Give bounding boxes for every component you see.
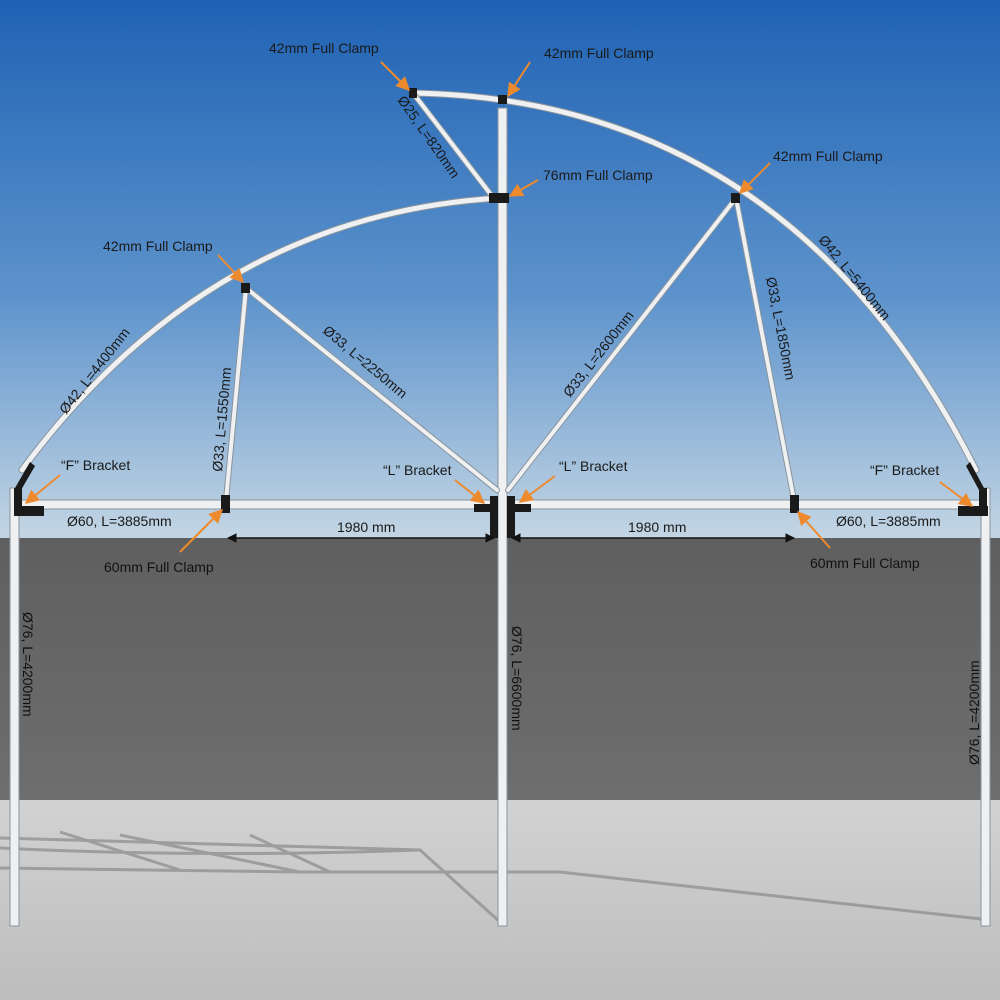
clamp-76: [489, 193, 509, 203]
label-bracket-l-right: “L” Bracket: [559, 458, 628, 474]
leader-bracket-f-left: [24, 474, 61, 504]
label-clamp-top-right: 42mm Full Clamp: [544, 45, 654, 61]
label-beam-left: Ø60, L=3885mm: [67, 513, 172, 529]
label-clamp-76: 76mm Full Clamp: [543, 167, 653, 183]
brace-top: [410, 90, 495, 199]
clamp-right-arch: [731, 193, 740, 203]
clamp-60-left: [221, 495, 230, 513]
label-clamp-60-right: 60mm Full Clamp: [810, 555, 920, 571]
bracket-l-left: [474, 496, 498, 538]
clamp-top-left: [409, 88, 417, 98]
label-clamp-top-left: 42mm Full Clamp: [269, 40, 379, 56]
leader-clamp-left-arch: [217, 254, 244, 284]
label-dim-right: 1980 mm: [628, 519, 686, 535]
fittings: [14, 88, 988, 538]
leader-bracket-l-left: [454, 479, 486, 504]
leader-clamp-60-right: [797, 510, 831, 549]
bracket-f-left: [14, 462, 44, 516]
leader-clamp-60-left: [179, 509, 223, 553]
label-clamp-60-left: 60mm Full Clamp: [104, 559, 214, 575]
post-left: [9, 487, 20, 927]
label-bracket-f-left: “F” Bracket: [61, 457, 130, 473]
strut-right-diagonal: [505, 195, 739, 493]
post-right: [980, 487, 991, 927]
label-post-right: Ø76, L=4200mm: [966, 660, 982, 765]
leader-bracket-f-right: [939, 481, 974, 507]
strut-right-vertical: [733, 195, 797, 503]
ground-shadows: [0, 830, 991, 924]
label-clamp-right-arch: 42mm Full Clamp: [773, 148, 883, 164]
label-clamp-left-arch: 42mm Full Clamp: [103, 238, 213, 254]
clamp-top-center: [498, 95, 507, 104]
clamp-60-right: [790, 495, 799, 513]
leader-clamp-right-arch: [739, 162, 771, 194]
strut-left-diagonal: [243, 285, 500, 493]
label-post-left: Ø76, L=4200mm: [20, 612, 36, 717]
beam-left: [19, 499, 499, 510]
post-center: [497, 107, 508, 927]
leader-arrows: [24, 61, 974, 553]
leader-clamp-76: [508, 179, 539, 197]
beam-right: [506, 499, 982, 510]
bracket-f-right: [958, 462, 988, 516]
bracket-l-right: [507, 496, 531, 538]
leader-bracket-l-right: [518, 475, 556, 503]
clamp-left-arch: [241, 283, 250, 293]
leader-clamp-top-left: [380, 61, 410, 91]
strut-left-vertical: [223, 285, 249, 503]
label-bracket-f-right: “F” Bracket: [870, 462, 939, 478]
label-beam-right: Ø60, L=3885mm: [836, 513, 941, 529]
label-post-center: Ø76, L=6600mm: [509, 626, 525, 731]
leader-clamp-top-right: [507, 61, 531, 98]
label-dim-left: 1980 mm: [337, 519, 395, 535]
label-bracket-l-left: “L” Bracket: [383, 462, 452, 478]
